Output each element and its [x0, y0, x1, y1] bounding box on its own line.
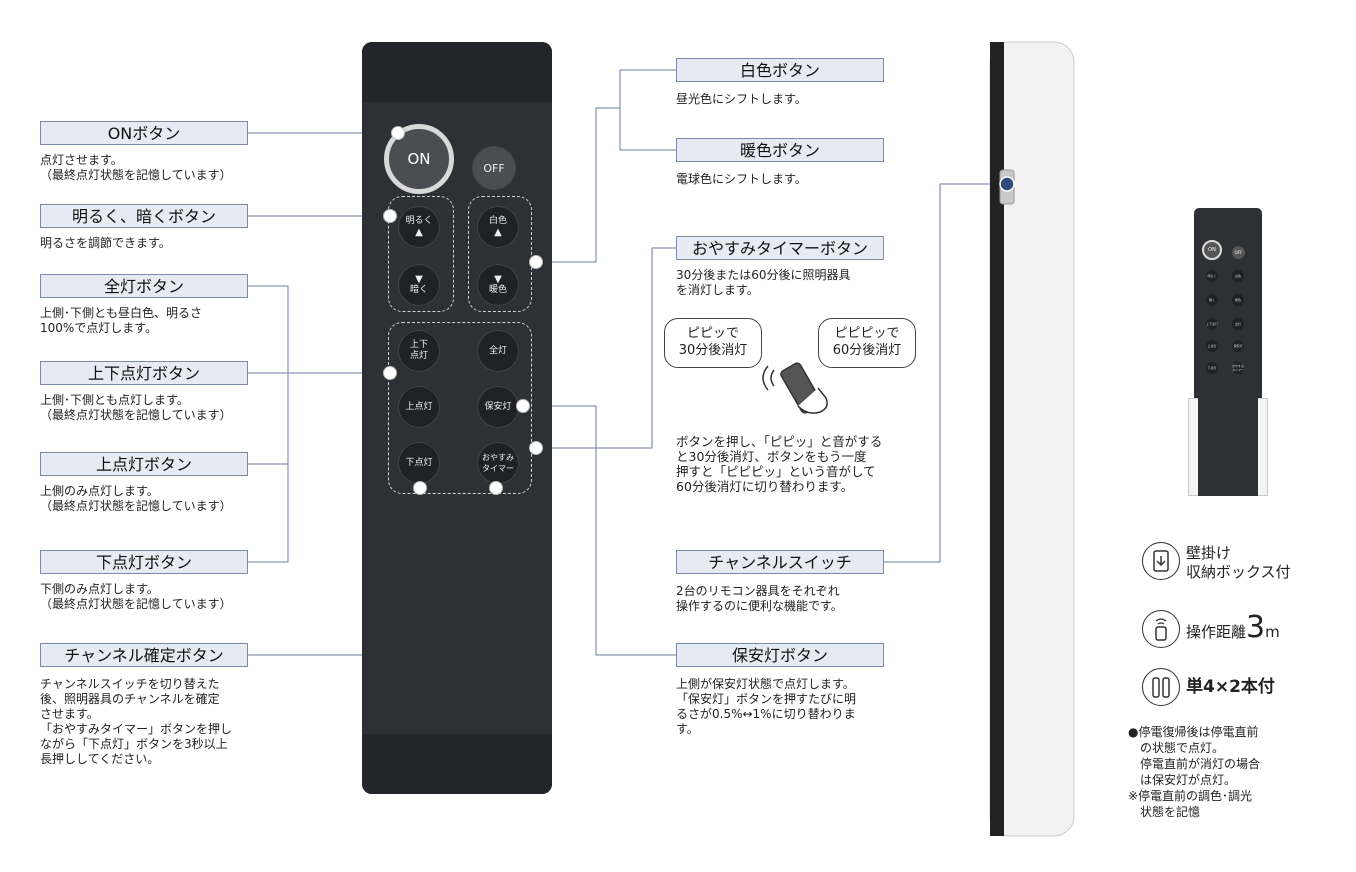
label-sleep-timer-button: おやすみタイマーボタン	[676, 236, 884, 260]
remote-side-view	[989, 41, 1075, 837]
desc-channel-switch: 2台のリモコン器具をそれぞれ 操作するのに便利な機能です。	[676, 584, 843, 613]
mini-down-button: 下点灯	[1206, 362, 1218, 374]
feature-wall-mount-line1: 壁掛け	[1186, 544, 1232, 562]
up-light-button[interactable]: 上点灯	[398, 386, 440, 428]
label-white-button: 白色ボタン	[676, 58, 884, 82]
mini-remote-lower	[1198, 398, 1258, 496]
label-updown-light-button: 上下点灯ボタン	[40, 361, 248, 385]
white-label: 白色▲	[488, 216, 507, 238]
feature-battery: 単4×2本付	[1186, 677, 1275, 697]
desc-down-light-button: 下側のみ点灯します。 （最終点灯状態を記憶しています）	[40, 582, 232, 611]
up-arrow-icon: ▲	[415, 227, 423, 238]
callout-dot-bright	[383, 209, 397, 223]
warm-label: ▼暖色	[488, 274, 507, 295]
callout-dot-on	[391, 126, 405, 140]
wall-mount-icon	[1142, 542, 1180, 580]
callout-dot-sleep-bottom	[489, 481, 503, 495]
timer-explanation: ボタンを押し、「ピピッ」と音がする と30分後消灯、ボタンをもう一度 押すと「ピ…	[676, 434, 883, 494]
label-on-button: ONボタン	[40, 121, 248, 145]
mini-darker-button: 暗く	[1206, 294, 1218, 306]
feature-distance-unit: m	[1265, 623, 1280, 641]
leader-white	[619, 69, 676, 151]
callout-dot-down	[413, 481, 427, 495]
off-button[interactable]: OFF	[472, 146, 516, 190]
mini-up-button: 上点灯	[1206, 340, 1218, 352]
down-light-button[interactable]: 下点灯	[398, 442, 440, 484]
desc-bright-dark-button: 明るさを調節できます。	[40, 236, 171, 250]
desc-all-light-button: 上側･下側とも昼白色、明るさ 100%で点灯します。	[40, 306, 203, 335]
desc-safety-light-button: 上側が保安灯状態で点灯します。 「保安灯」ボタンを押すたびに明 るさが0.5%↔…	[676, 677, 857, 736]
remote-control: ON OFF 明るく▲ ▼暗く 白色▲ ▼暖色 上下 点灯 全灯 上点灯 保安灯…	[362, 42, 552, 794]
feature-wall-mount-line2: 収納ボックス付	[1186, 563, 1291, 581]
desc-updown-light-button: 上側･下側とも点灯します。 （最終点灯状態を記憶しています）	[40, 393, 232, 422]
feature-distance: 操作距離3m	[1186, 613, 1280, 643]
mini-off-button: OFF	[1232, 246, 1245, 259]
bright-dark-group	[388, 196, 454, 312]
up-arrow-icon: ▲	[494, 227, 502, 238]
callout-dot-updown	[383, 366, 397, 380]
hand-remote-illustration	[762, 362, 828, 414]
mini-sleep-button: おやすみ タイマー	[1232, 362, 1245, 374]
mini-safety-button: 保安灯	[1232, 340, 1244, 352]
label-channel-switch: チャンネルスイッチ	[676, 550, 884, 574]
mini-white-button: 白色	[1232, 270, 1244, 282]
label-channel-confirm-button: チャンネル確定ボタン	[40, 643, 248, 667]
white-button[interactable]: 白色▲	[477, 206, 519, 248]
all-light-button[interactable]: 全灯	[477, 330, 519, 372]
power-outage-note: ●停電復帰後は停電直前 の状態で点灯。 停電直前が消灯の場合 は保安灯が点灯。	[1128, 725, 1261, 787]
desc-white-button: 昼光色にシフトします。	[676, 92, 807, 106]
on-button-label: ON	[407, 150, 431, 168]
battery-icon	[1142, 668, 1180, 706]
desc-warm-button: 電球色にシフトします。	[676, 172, 807, 186]
callout-dot-sleep	[529, 441, 543, 455]
desc-on-button: 点灯させます。 （最終点灯状態を記憶しています）	[40, 153, 232, 182]
desc-channel-confirm-button: チャンネルスイッチを切り替えた 後、照明器具のチャンネルを確定 させます。 「お…	[40, 677, 233, 766]
mini-brighter-button: 明るく	[1206, 270, 1218, 282]
remote-bottom-cap	[362, 734, 552, 794]
off-button-label: OFF	[483, 161, 505, 175]
label-safety-light-button: 保安灯ボタン	[676, 643, 884, 667]
remote-top-cap	[362, 42, 552, 102]
desc-up-light-button: 上側のみ点灯します。 （最終点灯状態を記憶しています）	[40, 484, 232, 513]
label-up-light-button: 上点灯ボタン	[40, 452, 248, 476]
mini-all-button: 全灯	[1232, 318, 1244, 330]
brighter-label: 明るく▲	[405, 216, 433, 238]
memory-note: ※停電直前の調色･調光 状態を記憶	[1128, 789, 1253, 819]
light-mode-group	[388, 322, 532, 494]
warm-button[interactable]: ▼暖色	[477, 264, 519, 306]
label-bright-dark-button: 明るく、暗くボタン	[40, 204, 248, 228]
mini-updown-button: 上下点灯	[1206, 318, 1218, 330]
speech-bubble-60min: ピピピッで 60分後消灯	[818, 318, 916, 368]
speech-bubble-30min: ピピッで 30分後消灯	[664, 318, 762, 368]
remote-distance-icon	[1142, 610, 1180, 648]
darker-button[interactable]: ▼暗く	[398, 264, 440, 306]
feature-distance-label: 操作距離	[1186, 623, 1247, 641]
safety-light-button[interactable]: 保安灯	[477, 386, 519, 428]
label-all-light-button: 全灯ボタン	[40, 274, 248, 298]
white-warm-group	[468, 196, 532, 312]
mini-remote-in-box: ON OFF 明るく 白色 暗く 暖色 上下点灯 全灯 上点灯 保安灯 下点灯 …	[1188, 208, 1268, 496]
down-arrow-icon: ▼	[494, 274, 502, 285]
leader-sleep	[540, 247, 676, 449]
desc-sleep-timer-button: 30分後または60分後に照明器具 を消灯します。	[676, 268, 851, 297]
updown-light-button[interactable]: 上下 点灯	[398, 330, 440, 372]
brighter-button[interactable]: 明るく▲	[398, 206, 440, 248]
feature-distance-value: 3	[1246, 610, 1266, 645]
darker-label: ▼暗く	[409, 274, 428, 295]
mini-on-button: ON	[1202, 240, 1222, 260]
sleep-timer-button[interactable]: おやすみ タイマー	[477, 442, 519, 484]
leader-all	[248, 285, 289, 563]
mini-warm-button: 暖色	[1232, 294, 1244, 306]
callout-dot-safety	[516, 399, 530, 413]
down-arrow-icon: ▼	[415, 274, 423, 285]
callout-dot-white	[529, 255, 543, 269]
label-down-light-button: 下点灯ボタン	[40, 550, 248, 574]
feature-wall-mount: 壁掛け 収納ボックス付	[1186, 544, 1291, 582]
leader-white-2	[540, 107, 620, 263]
label-warm-button: 暖色ボタン	[676, 138, 884, 162]
